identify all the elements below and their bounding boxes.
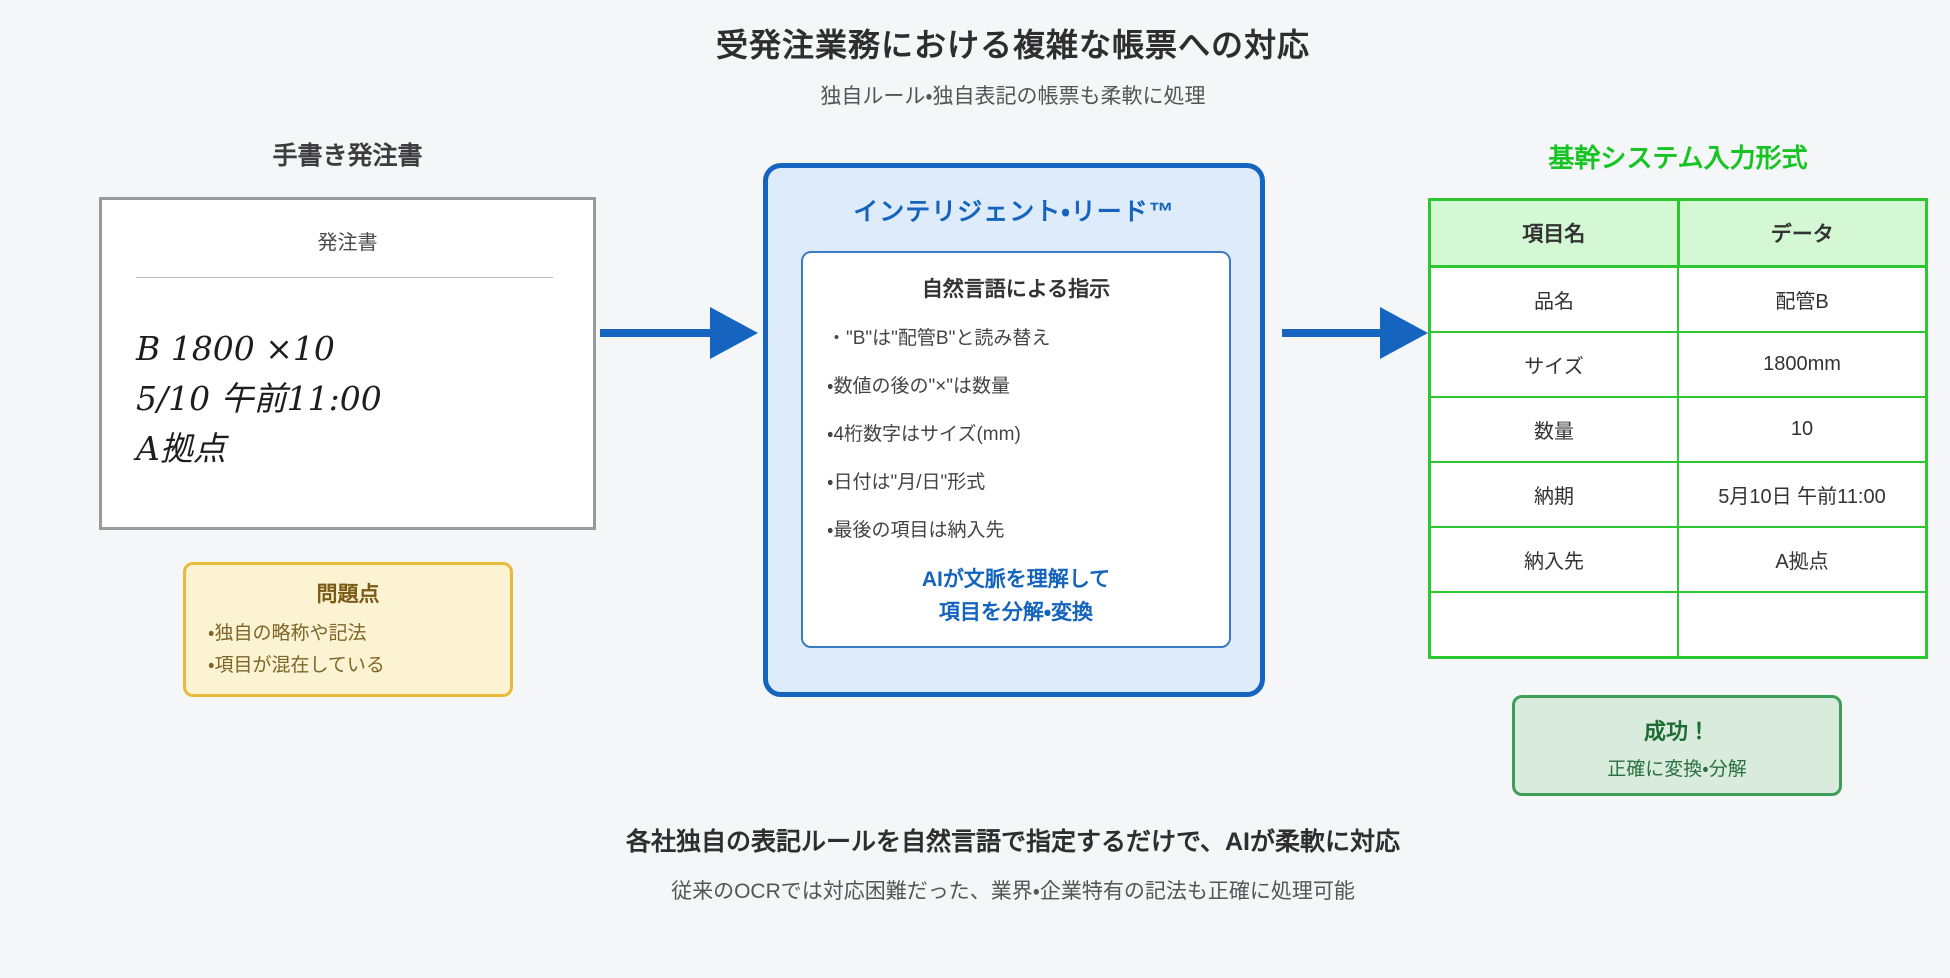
data-cell: 配管B: [1677, 265, 1928, 333]
table-row-empty: [1428, 591, 1928, 659]
rule-item: ・日付は"月/日"形式: [827, 472, 986, 493]
problem-callout: 問題点 ・独自の略称や記法 ・項目が混在している: [183, 562, 513, 697]
arrow-shaft: [600, 329, 712, 337]
handwritten-line: B 1800 ×10: [136, 329, 335, 368]
rule-item: ・最後の項目は納入先: [827, 520, 1005, 541]
natural-language-panel: 自然言語による指示 ・"B"は"配管B"と読み替え ・数値の後の"×"は数量 ・…: [801, 251, 1231, 648]
flow-arrow-right: [1282, 307, 1428, 359]
handwritten-line: 5/10 午前11:00: [136, 379, 382, 418]
data-cell: 5月10日 午前11:00: [1677, 461, 1928, 528]
arrow-head-icon: [1380, 307, 1428, 359]
field-cell: [1428, 591, 1679, 659]
ai-result-line: AIが文脈を理解して: [921, 568, 1111, 591]
data-cell: 10: [1677, 396, 1928, 463]
footer: 各社独自の表記ルールを自然言語で指定するだけで、AIが柔軟に対応 従来のOCRで…: [76, 822, 1950, 905]
table-row: 品名 配管B: [1428, 265, 1928, 333]
column-header-field: 項目名: [1428, 198, 1680, 268]
intelligent-read-card: インテリジェント・リード™ 自然言語による指示 ・"B"は"配管B"と読み替え …: [763, 163, 1265, 697]
rule-item: ・数値の後の"×"は数量: [827, 376, 1011, 397]
field-cell: 数量: [1428, 396, 1679, 463]
panel-title: 自然言語による指示: [921, 278, 1111, 301]
arrow-shaft: [1282, 329, 1382, 337]
handwritten-order-card: 発注書 B 1800 ×10 5/10 午前11:00 A拠点: [99, 197, 596, 530]
data-cell: A拠点: [1677, 526, 1928, 593]
page-subtitle: 独自ルール・独自表記の帳票も柔軟に処理: [820, 85, 1206, 108]
rule-item: ・4桁数字はサイズ(mm): [827, 424, 1021, 445]
table-row: 納入先 A拠点: [1428, 526, 1928, 593]
table-row: 納期 5月10日 午前11:00: [1428, 461, 1928, 528]
problem-list: ・独自の略称や記法 ・項目が混在している: [208, 618, 510, 682]
table-row: 数量 10: [1428, 396, 1928, 463]
problem-item: ・項目が混在している: [208, 655, 385, 676]
page-title: 受発注業務における複雑な帳票への対応: [715, 27, 1310, 63]
system-format-heading: 基幹システム入力形式: [1548, 143, 1808, 173]
rule-list: ・"B"は"配管B"と読み替え ・数値の後の"×"は数量 ・4桁数字はサイズ(m…: [827, 323, 1229, 542]
success-subtitle: 正確に変換・分解: [1607, 759, 1747, 780]
field-cell: 品名: [1428, 265, 1679, 333]
field-cell: サイズ: [1428, 331, 1679, 398]
column-header-data: データ: [1676, 198, 1928, 268]
order-doc-title: 発注書: [317, 232, 378, 254]
rule-item: ・"B"は"配管B"と読み替え: [827, 328, 1051, 349]
data-cell: 1800mm: [1677, 331, 1928, 398]
field-cell: 納期: [1428, 461, 1679, 528]
footer-note: 従来のOCRでは対応困難だった、業界・企業特有の記法も正確に処理可能: [671, 880, 1355, 903]
table-row: サイズ 1800mm: [1428, 331, 1928, 398]
problem-title: 問題点: [316, 583, 380, 606]
data-cell: [1677, 591, 1928, 659]
field-cell: 納入先: [1428, 526, 1679, 593]
order-doc-divider: [136, 277, 553, 278]
arrow-head-icon: [710, 307, 758, 359]
table-header-row: 項目名 データ: [1428, 198, 1928, 268]
success-callout: 成功！ 正確に変換・分解: [1512, 695, 1842, 796]
flow-arrow-left: [600, 307, 760, 359]
problem-item: ・独自の略称や記法: [208, 623, 367, 644]
intelligent-read-title: インテリジェント・リード™: [853, 198, 1175, 226]
ai-result-line: 項目を分解・変換: [938, 601, 1094, 624]
ai-result-note: AIが文脈を理解して 項目を分解・変換: [803, 563, 1229, 629]
header: 受発注業務における複雑な帳票への対応 独自ルール・独自表記の帳票も柔軟に処理: [76, 20, 1950, 110]
success-title: 成功！: [1643, 719, 1710, 744]
handwritten-order-heading: 手書き発注書: [272, 142, 423, 170]
footer-statement: 各社独自の表記ルールを自然言語で指定するだけで、AIが柔軟に対応: [625, 828, 1400, 856]
handwritten-line: A拠点: [136, 429, 226, 468]
handwritten-text: B 1800 ×10 5/10 午前11:00 A拠点: [136, 324, 593, 474]
system-format-table: 項目名 データ 品名 配管B サイズ 1800mm 数量 10 納期 5月10日…: [1428, 198, 1928, 659]
